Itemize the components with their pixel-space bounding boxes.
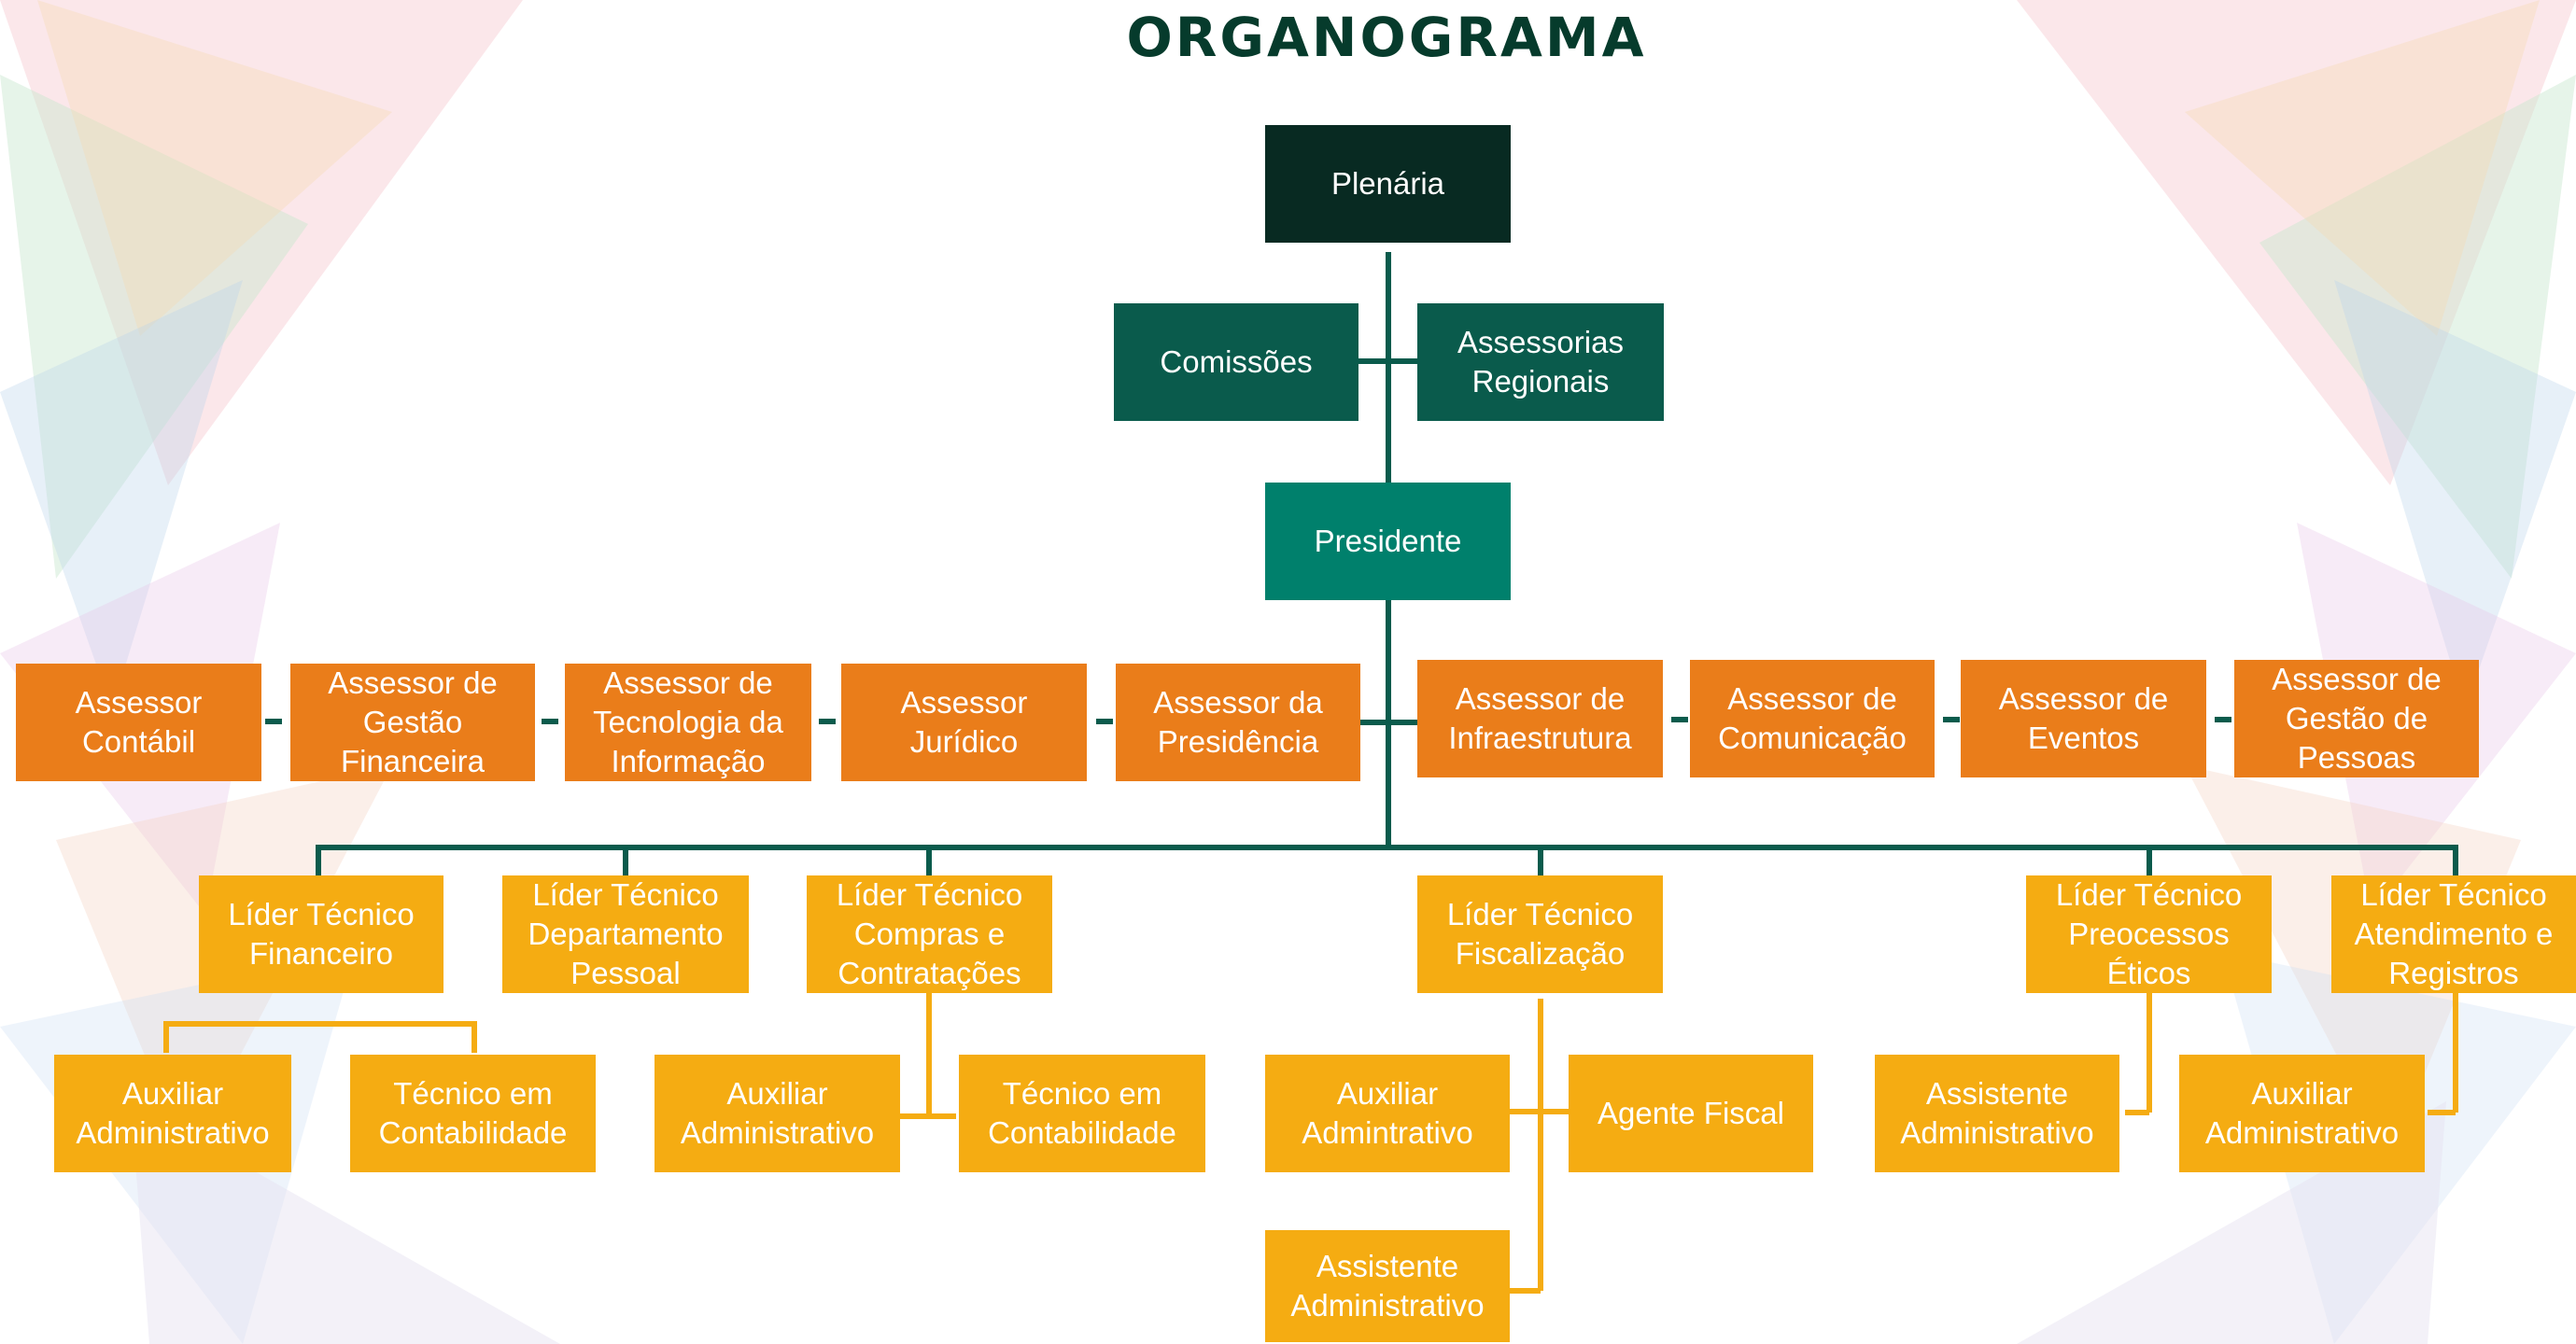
node-lider-compras-contratacoes: Líder Técnico Compras e Contratações: [807, 875, 1052, 993]
node-assessorias-regionais: Assessorias Regionais: [1417, 303, 1664, 421]
node-assistente-administrativo-eticos: Assistente Administrativo: [1875, 1055, 2119, 1172]
node-assessor-gestao-financeira: Assessor de Gestão Financeira: [290, 664, 535, 781]
node-lider-departamento-pessoal: Líder Técnico Departamento Pessoal: [502, 875, 749, 993]
node-auxiliar-administrativo-atendimento: Auxiliar Administrativo: [2179, 1055, 2425, 1172]
node-auxiliar-admintrativo-fiscalizacao: Auxiliar Admintrativo: [1265, 1055, 1510, 1172]
node-assessor-contabil: Assessor Contábil: [16, 664, 261, 781]
node-agente-fiscal: Agente Fiscal: [1569, 1055, 1813, 1172]
node-auxiliar-administrativo-financeiro: Auxiliar Administrativo: [54, 1055, 291, 1172]
node-assessor-juridico: Assessor Jurídico: [841, 664, 1087, 781]
node-tecnico-contabilidade-financeiro: Técnico em Contabilidade: [350, 1055, 596, 1172]
node-lider-financeiro: Líder Técnico Financeiro: [199, 875, 443, 993]
node-auxiliar-administrativo-compras: Auxiliar Administrativo: [655, 1055, 900, 1172]
node-presidente: Presidente: [1265, 483, 1511, 600]
node-assistente-administrativo-fiscalizacao: Assistente Administrativo: [1265, 1230, 1510, 1342]
node-assessor-comunicacao: Assessor de Comunicação: [1690, 660, 1935, 777]
node-assessor-infraestrutura: Assessor de Infraestrutura: [1417, 660, 1663, 777]
node-assessor-presidencia: Assessor da Presidência: [1116, 664, 1360, 781]
node-comissoes: Comissões: [1114, 303, 1358, 421]
node-lider-atendimento-registros: Líder Técnico Atendimento e Registros: [2331, 875, 2576, 993]
node-assessor-tecnologia-informacao: Assessor de Tecnologia da Informação: [565, 664, 811, 781]
node-assessor-eventos: Assessor de Eventos: [1961, 660, 2206, 777]
node-plenaria: Plenária: [1265, 125, 1511, 243]
node-lider-fiscalizacao: Líder Técnico Fiscalização: [1417, 875, 1663, 993]
node-tecnico-contabilidade-compras: Técnico em Contabilidade: [959, 1055, 1205, 1172]
page-title: ORGANOGRAMA: [1126, 6, 1647, 69]
node-lider-processos-eticos: Líder Técnico Preocessos Éticos: [2026, 875, 2272, 993]
node-assessor-gestao-pessoas: Assessor de Gestão de Pessoas: [2234, 660, 2479, 777]
